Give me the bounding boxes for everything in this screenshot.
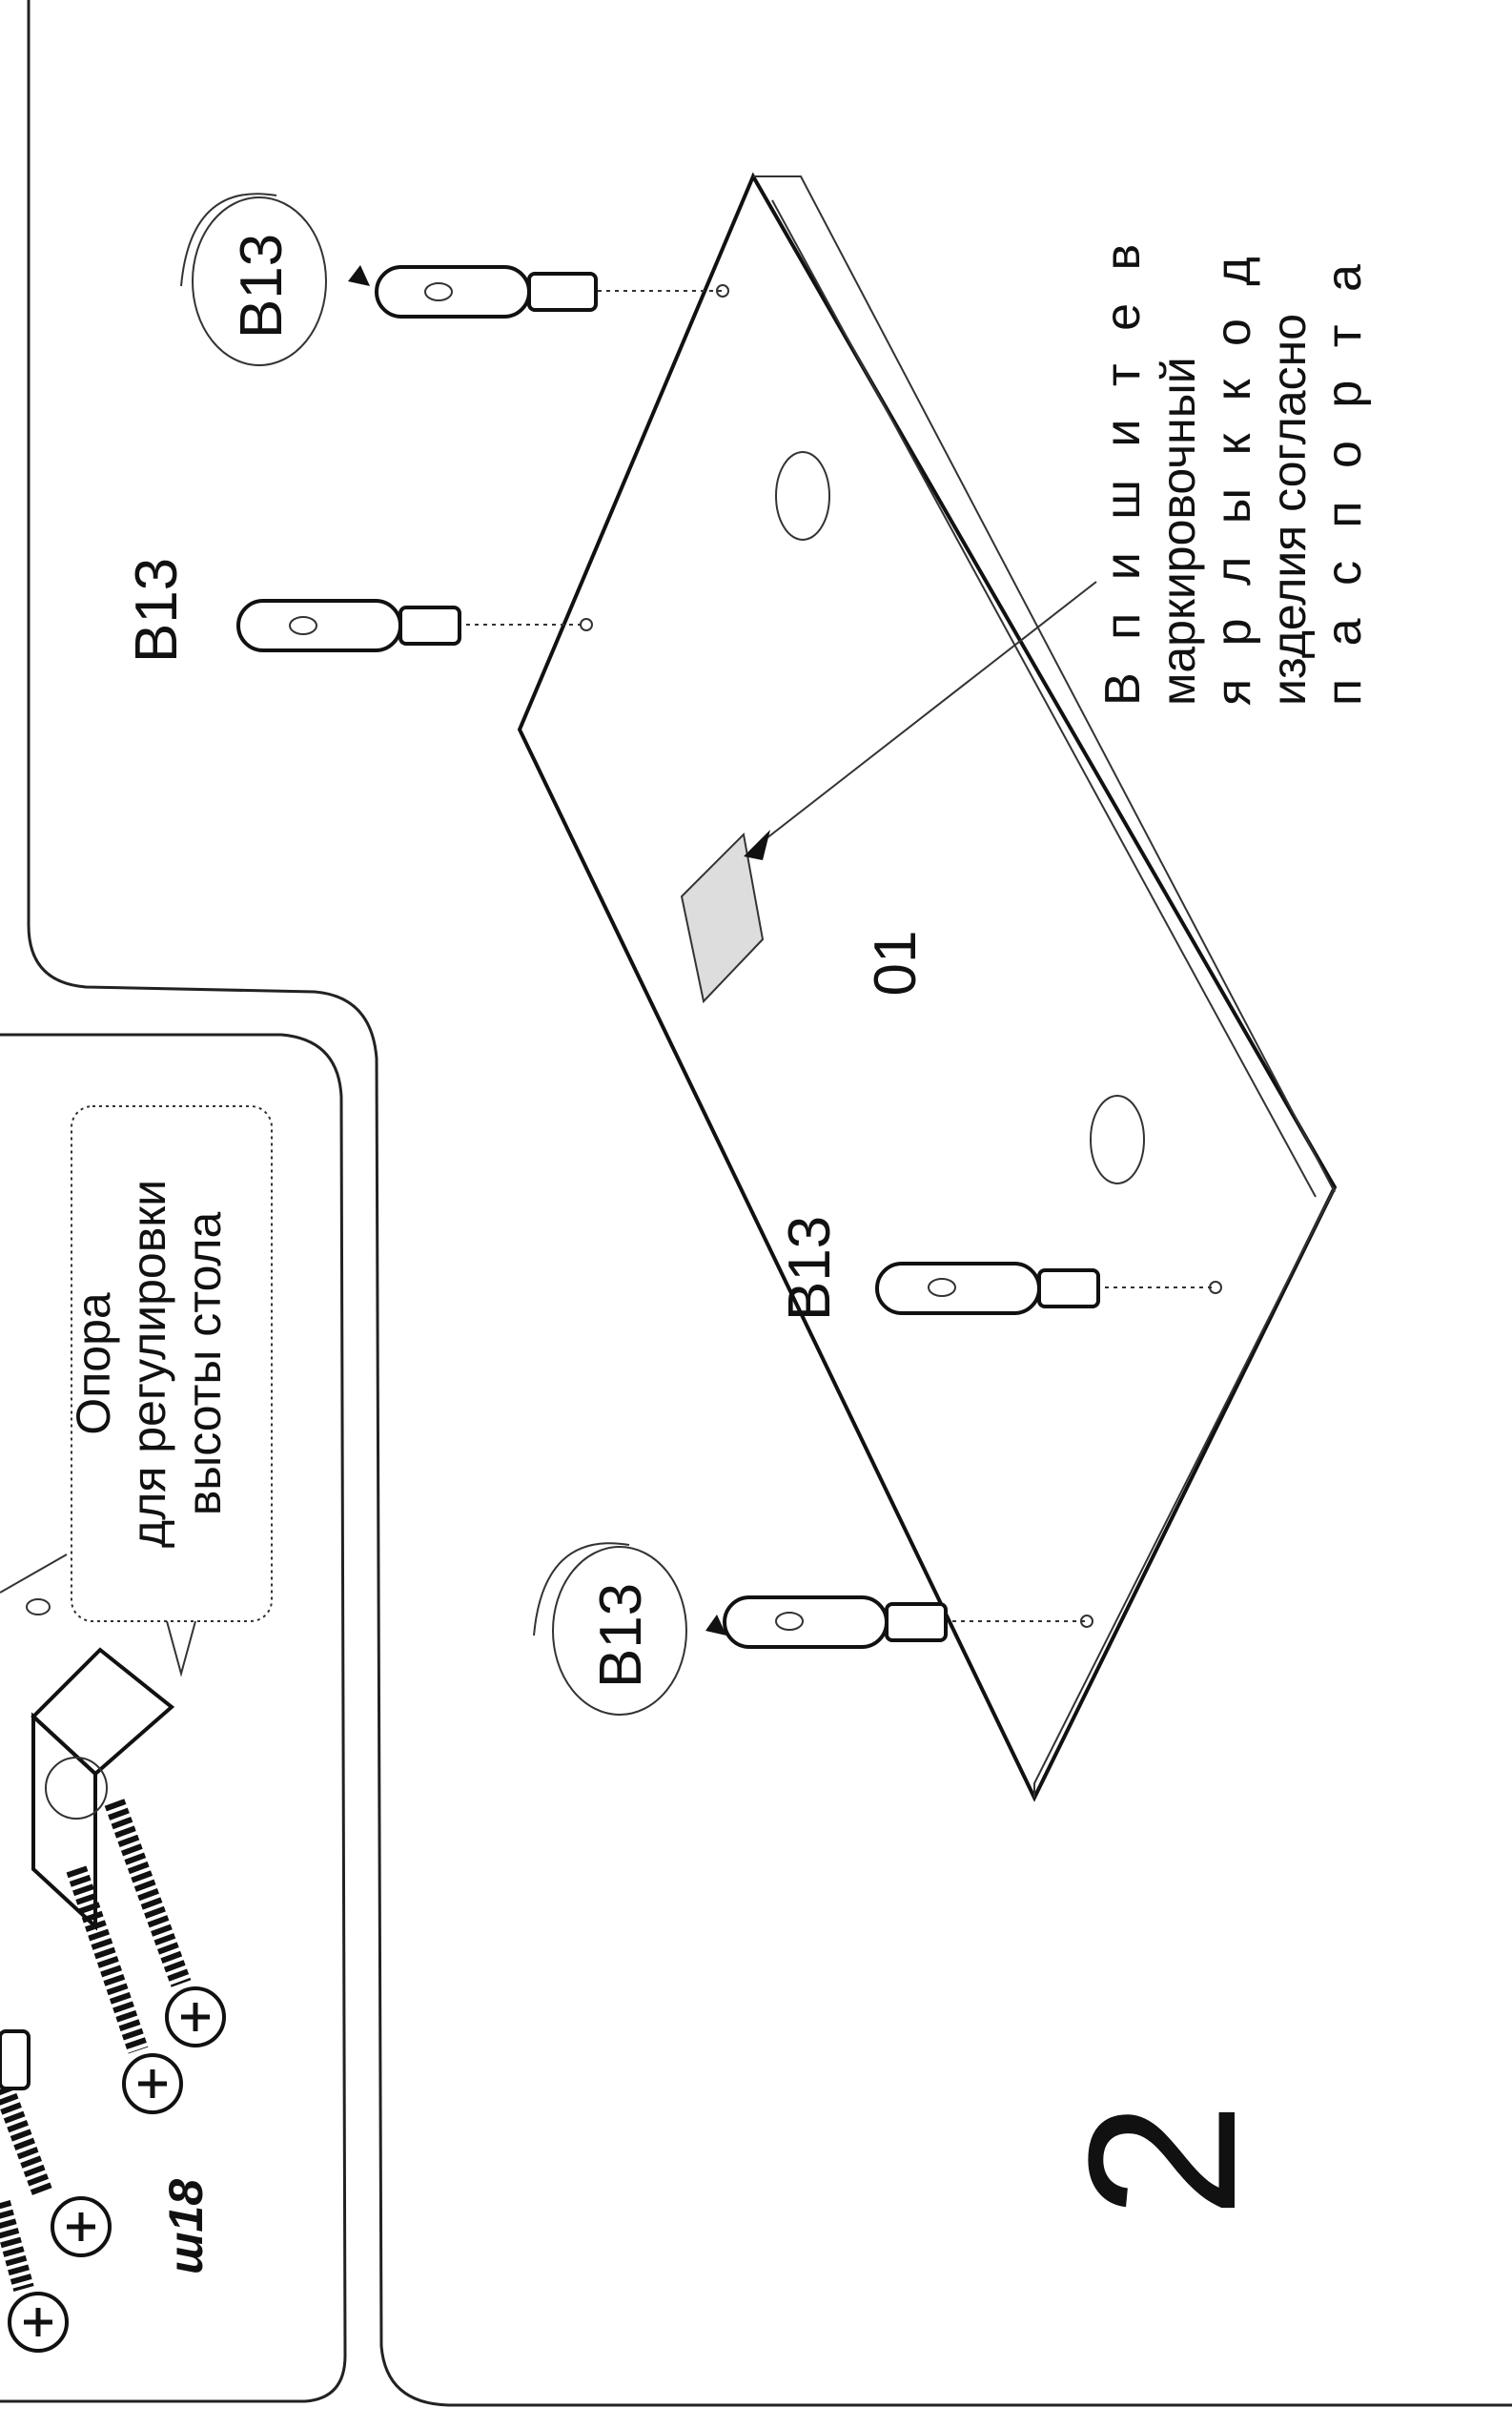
support-screw-2 <box>66 1865 183 2114</box>
step-number: 2 <box>1045 2102 1279 2218</box>
dowel-label-1: B13 <box>229 234 295 339</box>
screw-partial-1 <box>0 2075 112 2257</box>
support-callout-line-1: Опора <box>67 1292 120 1435</box>
parts-box-frame <box>0 1033 347 2403</box>
dowel-label-2: B13 <box>124 558 190 663</box>
dowel-b13-4 <box>533 1542 1093 1716</box>
dowel-b13-3 <box>875 1262 1222 1315</box>
instruction-line-1: В п и ш и т е в <box>1095 235 1151 706</box>
label-pointer-line <box>752 581 1097 850</box>
screw-size-label: ш18 <box>159 2179 213 2274</box>
label-pointer-arrowhead <box>744 830 770 860</box>
marking-label-sticker <box>680 832 765 1004</box>
instruction-note: В п и ш и т е в маркировочный я р л ы к … <box>1095 235 1372 706</box>
instruction-line-5: п а с п о р т а <box>1317 255 1372 706</box>
instruction-line-2: маркировочный <box>1152 357 1205 706</box>
rotate-symbol-1 <box>192 196 327 366</box>
dowel-label-4: B13 <box>588 1583 654 1688</box>
panel-hole-top <box>775 451 830 541</box>
dowel-b13-1 <box>180 193 729 366</box>
rotate-symbol-4 <box>552 1546 687 1716</box>
screw-partial-head <box>0 2029 31 2090</box>
instruction-line-3: я р л ы к к о д <box>1206 247 1261 706</box>
screw-partial-2 <box>0 2200 69 2353</box>
support-callout: Опора для регулировки высоты стола <box>67 1105 273 1677</box>
dowel-b13-2 <box>236 599 593 652</box>
step-frame <box>27 0 1512 2407</box>
panel-hole-bottom <box>1090 1095 1145 1184</box>
support-screw-1 <box>104 1799 226 2047</box>
support-callout-line-2: для регулировки <box>122 1180 175 1548</box>
dowel-label-3: B13 <box>777 1216 843 1321</box>
panel-01 <box>517 172 1338 1802</box>
panel-number-label: 01 <box>863 931 929 997</box>
support-callout-line-3: высоты стола <box>177 1212 231 1516</box>
instruction-line-4: изделия согласно <box>1262 314 1316 706</box>
